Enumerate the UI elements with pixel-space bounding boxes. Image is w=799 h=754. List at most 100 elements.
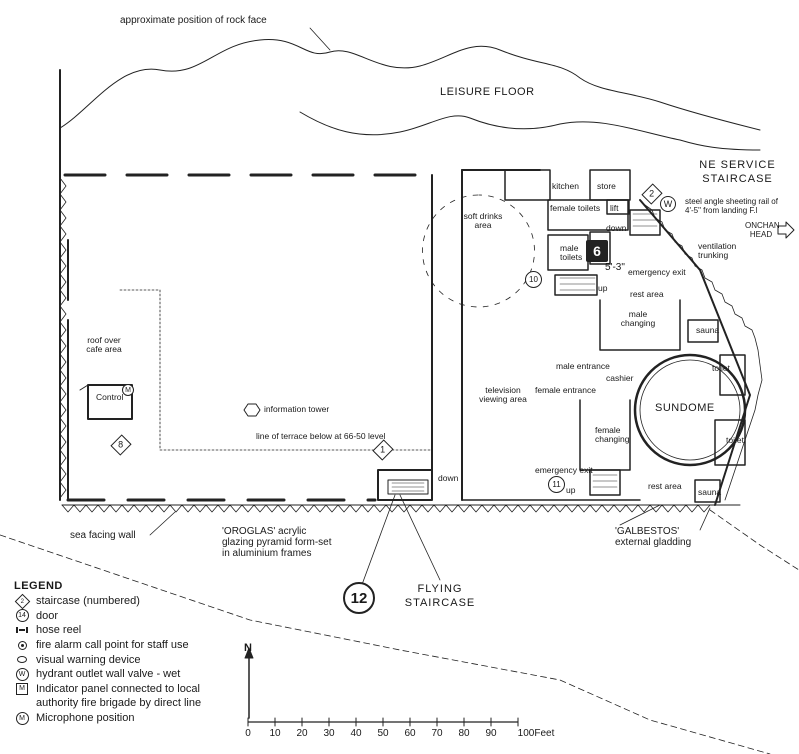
sundome-label: SUNDOME xyxy=(655,402,715,414)
stair-1-number: 1 xyxy=(380,444,386,455)
door-12-marker: 12 xyxy=(343,582,375,614)
soft-drinks-label: soft drinks area xyxy=(463,211,503,231)
toilet-2-label: toilet xyxy=(726,435,744,445)
legend-title: LEGEND xyxy=(14,580,63,592)
fire-alarm-icon xyxy=(17,640,27,650)
flying-staircase xyxy=(377,469,433,501)
kitchen xyxy=(504,169,551,201)
ventilation-label: ventilation trunking xyxy=(698,241,737,261)
legend-item-hydrant: W hydrant outlet wall valve - wet xyxy=(14,667,201,682)
stair-1-marker: 1 xyxy=(372,439,394,461)
male-changing-label: male changing xyxy=(620,309,656,329)
store-label: store xyxy=(597,181,616,191)
emergency-exit-1-label: emergency exit xyxy=(628,267,686,277)
legend: LEGEND 2 staircase (numbered) 14 door ho… xyxy=(14,580,201,725)
stair-2-marker: 2 xyxy=(641,183,663,205)
scale-tick: 20 xyxy=(296,728,308,739)
scale-tick: 80 xyxy=(458,728,470,739)
emergency-exit-2-label: emergency exit xyxy=(535,465,593,475)
rock-face-label: approximate position of rock face xyxy=(120,15,267,26)
sea-wall-label: sea facing wall xyxy=(70,530,136,541)
glazing-left xyxy=(59,177,67,499)
male-changing xyxy=(599,299,681,351)
lift-label: lift xyxy=(610,203,619,213)
east-facade xyxy=(639,199,751,506)
stair-8-number: 8 xyxy=(118,439,124,450)
lift xyxy=(606,199,630,215)
legend-item-visual-warning: visual warning device xyxy=(14,652,201,667)
scale-tick: 100Feet xyxy=(517,728,555,739)
stair-11 xyxy=(589,469,621,496)
information-tower-hex xyxy=(243,403,261,417)
sauna-1 xyxy=(687,319,719,343)
rock-face-line xyxy=(59,39,761,131)
microphone-marker: M xyxy=(122,384,134,396)
hydrant-marker: W xyxy=(660,196,676,212)
stair-8-marker: 8 xyxy=(110,434,132,456)
staircase-diamond-icon: 2 xyxy=(14,593,30,610)
sauna-2 xyxy=(694,479,721,503)
stair-10 xyxy=(554,274,598,296)
flying-staircase-label: FLYING STAIRCASE xyxy=(404,583,476,610)
level-mark-label: 5'-3" xyxy=(605,262,625,273)
legend-item-hose-reel: hose reel xyxy=(14,623,201,638)
door-6-marker: 6 xyxy=(586,240,608,262)
sauna-2-label: sauna xyxy=(698,487,722,497)
scale-tick: 90 xyxy=(485,728,497,739)
scale-tick: 60 xyxy=(404,728,416,739)
information-tower-label: information tower xyxy=(264,404,330,414)
steel-angle-label: steel angle sheeting rail of 4'-5" from … xyxy=(685,197,778,215)
male-entrance-label: male entrance xyxy=(556,361,610,371)
legend-item-fire-alarm: fire alarm call point for staff use xyxy=(14,638,201,653)
microphone-icon: M xyxy=(15,711,29,725)
sundome xyxy=(633,353,747,467)
sea-wall-zigzag xyxy=(61,504,711,513)
east-glazing xyxy=(644,204,763,501)
scale-tick: 50 xyxy=(377,728,389,739)
terrace-line-label: line of terrace below at 66-50 level xyxy=(256,431,386,441)
onchan-head-label: ONCHAN HEAD xyxy=(745,221,780,239)
indicator-panel-icon: M xyxy=(16,682,28,695)
scale-labels: 0 10 20 30 40 50 60 70 80 90 100Feet xyxy=(244,728,554,742)
scale-tick: 0 xyxy=(245,728,251,739)
up-label-2: up xyxy=(566,485,576,495)
hose-reel-icon xyxy=(16,627,28,634)
door-11-marker: 11 xyxy=(548,476,565,493)
leisure-floor-label: LEISURE FLOOR xyxy=(440,86,535,98)
stair-2-number: 2 xyxy=(649,188,655,199)
female-entrance-label: female entrance xyxy=(535,385,596,395)
galbestos-label: 'GALBESTOS' external gladding xyxy=(615,526,692,548)
leisure-floor-edge xyxy=(299,111,761,151)
rest-area-2-label: rest area xyxy=(648,481,682,491)
cashier-label: cashier xyxy=(606,373,634,383)
female-toilets-label: female toilets xyxy=(550,203,601,213)
north-label: N xyxy=(244,642,252,654)
site-boundary xyxy=(0,534,771,754)
scale-tick: 30 xyxy=(323,728,335,739)
ne-service-staircase-label: NE SERVICE STAIRCASE xyxy=(699,159,776,186)
door-10-marker: 10 xyxy=(525,271,542,288)
down-label-1: down xyxy=(606,223,627,233)
legend-item-indicator-panel-cont: authority fire brigade by direct line xyxy=(36,697,202,710)
rest-area-1-label: rest area xyxy=(630,289,664,299)
onchan-arrow xyxy=(777,221,795,239)
oroglas-label: 'OROGLAS' acrylic glazing pyramid form-s… xyxy=(222,526,332,559)
roof-cafe-label: roof over cafe area xyxy=(86,335,122,355)
television-label: television viewing area xyxy=(479,385,527,405)
toilet-2 xyxy=(714,419,746,466)
male-toilets-label: male toilets xyxy=(560,243,583,263)
up-label-1: up xyxy=(598,283,608,293)
kitchen-label: kitchen xyxy=(552,181,579,191)
hydrant-icon: W xyxy=(15,667,29,681)
down-label-2: down xyxy=(438,473,459,483)
legend-item-staircase: 2 staircase (numbered) xyxy=(14,593,201,610)
scale-tick: 10 xyxy=(269,728,281,739)
sauna-1-label: sauna xyxy=(696,325,720,335)
female-toilets xyxy=(547,199,629,231)
control-room xyxy=(87,384,133,420)
visual-warning-icon xyxy=(17,656,27,664)
scale-tick: 40 xyxy=(350,728,362,739)
toilet-1-label: toilet xyxy=(712,363,730,373)
control-label: Control xyxy=(96,392,124,402)
